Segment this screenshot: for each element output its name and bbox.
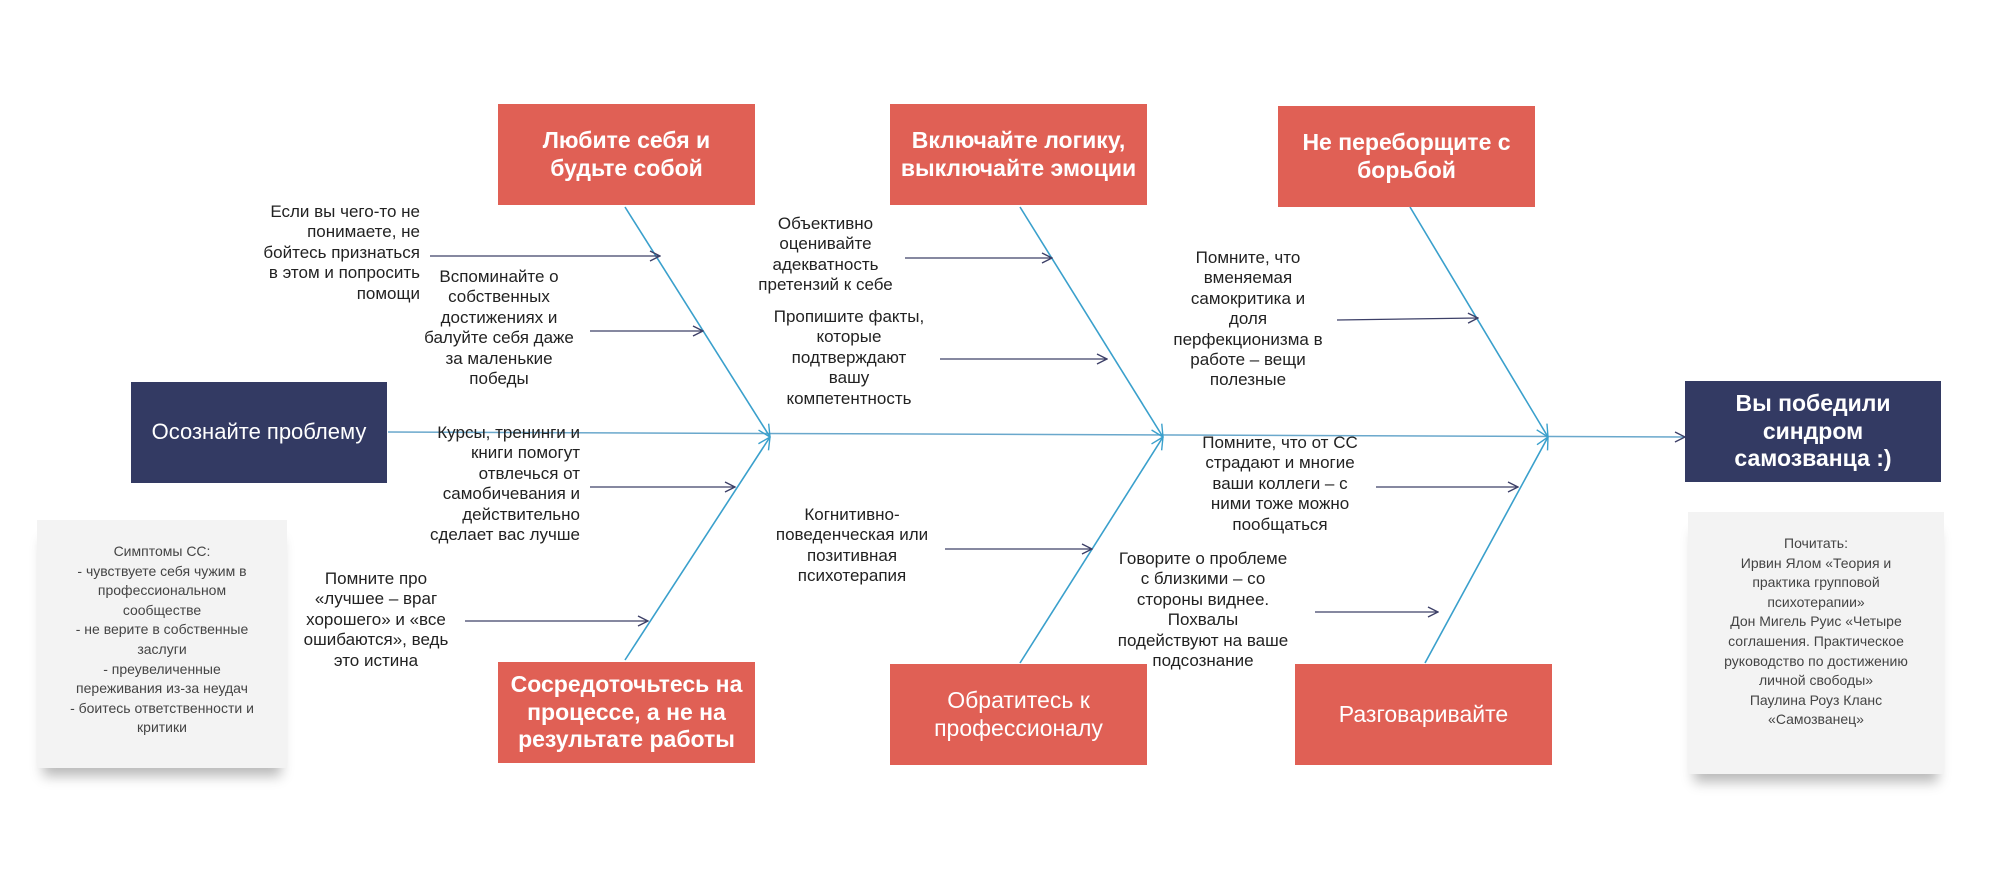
- tip-write-facts: Пропишите факты, которые подтверждают ва…: [773, 307, 925, 408]
- tip-remember-achievements: Вспоминайте о собственных достижениях и …: [424, 267, 574, 388]
- bone-top-2: [1019, 206, 1163, 437]
- tip-therapy: Когнитивно- поведенческая или позитивная…: [775, 505, 929, 586]
- bone-bottom-3: [1424, 437, 1548, 664]
- head-logic: Включайте логику, выключайте эмоции: [890, 104, 1147, 205]
- goal-label: Вы победили синдром самозванца :): [1734, 390, 1892, 472]
- tip-self-criticism: Помните, что вменяемая самокритика и дол…: [1173, 248, 1323, 390]
- reading-note: Почитать: Ирвин Ялом «Теория и практика …: [1688, 512, 1944, 774]
- tip-courses: Курсы, тренинги и книги помогут отвлечьс…: [430, 423, 580, 544]
- head-moderation: Не переборщите с борьбой: [1278, 106, 1535, 207]
- tip-objective-assessment: Объективно оценивайте адекватность прете…: [758, 214, 893, 295]
- bone-top-1: [624, 206, 770, 437]
- symptoms-note: Симптомы СС: - чувствуете себя чужим в п…: [37, 520, 287, 768]
- tip-ask-for-help: Если вы чего-то не понимаете, не бойтесь…: [263, 202, 420, 303]
- start-box: Осознайте проблему: [131, 382, 387, 483]
- head-talk: Разговаривайте: [1295, 664, 1552, 765]
- head-love-yourself: Любите себя и будьте собой: [498, 104, 755, 205]
- tip-colleagues: Помните, что от СС страдают и многие ваш…: [1202, 433, 1358, 534]
- spine-line: [387, 431, 1685, 437]
- tip-arrow-8: [1336, 318, 1478, 320]
- bone-bottom-1: [624, 437, 770, 661]
- start-label: Осознайте проблему: [151, 419, 367, 445]
- head-process-focus: Сосредоточьтесь на процессе, а не на рез…: [498, 662, 755, 763]
- tip-talk-to-close-ones: Говорите о проблеме с близкими – со стор…: [1117, 549, 1289, 670]
- head-professional: Обратитесь к профессионалу: [890, 664, 1147, 765]
- tip-best-enemy-of-good: Помните про «лучшее – враг хорошего» и «…: [303, 569, 449, 670]
- bone-top-3: [1409, 206, 1548, 437]
- goal-box: Вы победили синдром самозванца :): [1685, 381, 1941, 482]
